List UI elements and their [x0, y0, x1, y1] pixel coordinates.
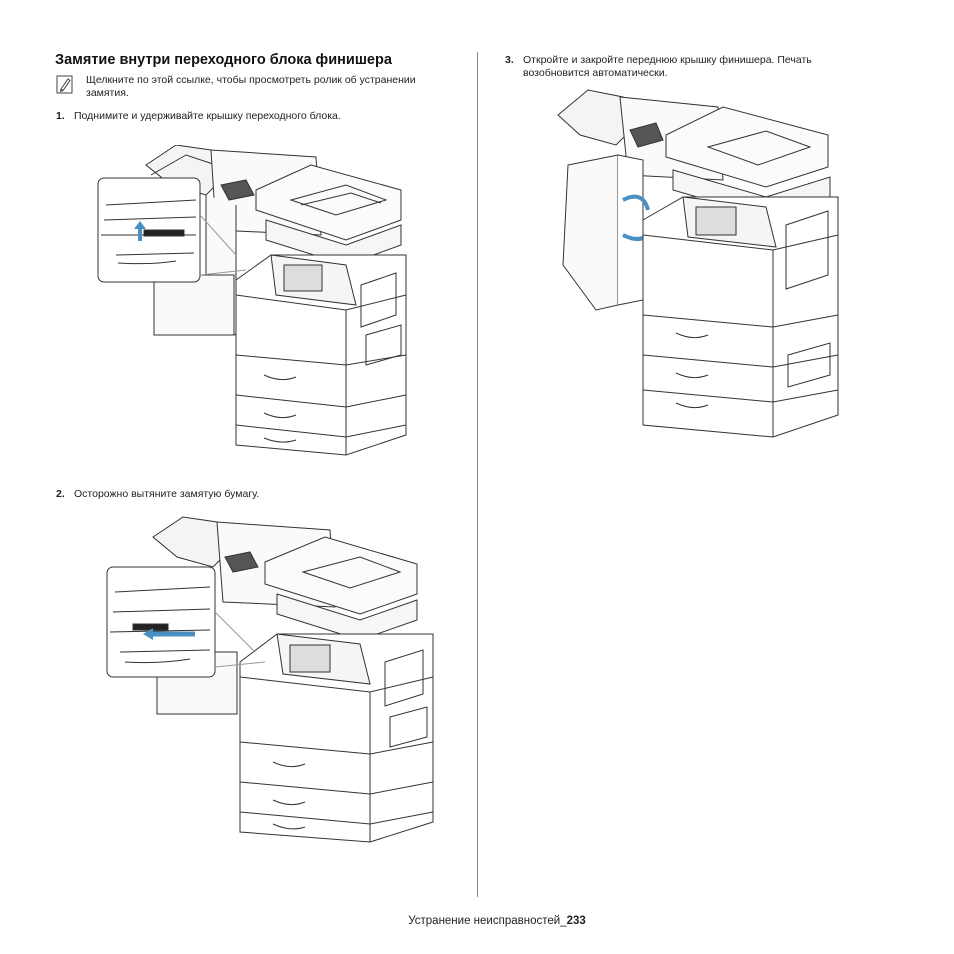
footer-section: Устранение неисправностей_ [408, 915, 567, 927]
step-text: Осторожно вытяните замятую бумагу. [74, 488, 260, 500]
page-footer: Устранение неисправностей_ 233 [0, 915, 954, 927]
step-text: Откройте и закройте переднюю крышку фини… [523, 54, 812, 79]
step-number: 2. [56, 488, 65, 500]
printer-illustration-step-1 [97, 145, 407, 456]
section-title: Замятие внутри переходного блока финишер… [55, 52, 392, 68]
column-divider [477, 52, 478, 897]
step-number: 3. [505, 54, 514, 66]
note-pencil-icon[interactable] [56, 75, 74, 94]
step-text: Поднимите и удерживайте крышку переходно… [74, 110, 341, 122]
printer-illustration-step-2 [106, 516, 434, 843]
step-number: 1. [56, 110, 65, 122]
note-link-text[interactable]: Щелкните по этой ссылке, чтобы просмотре… [86, 74, 416, 99]
printer-illustration-step-3 [557, 89, 839, 438]
page-number: 233 [566, 915, 586, 927]
